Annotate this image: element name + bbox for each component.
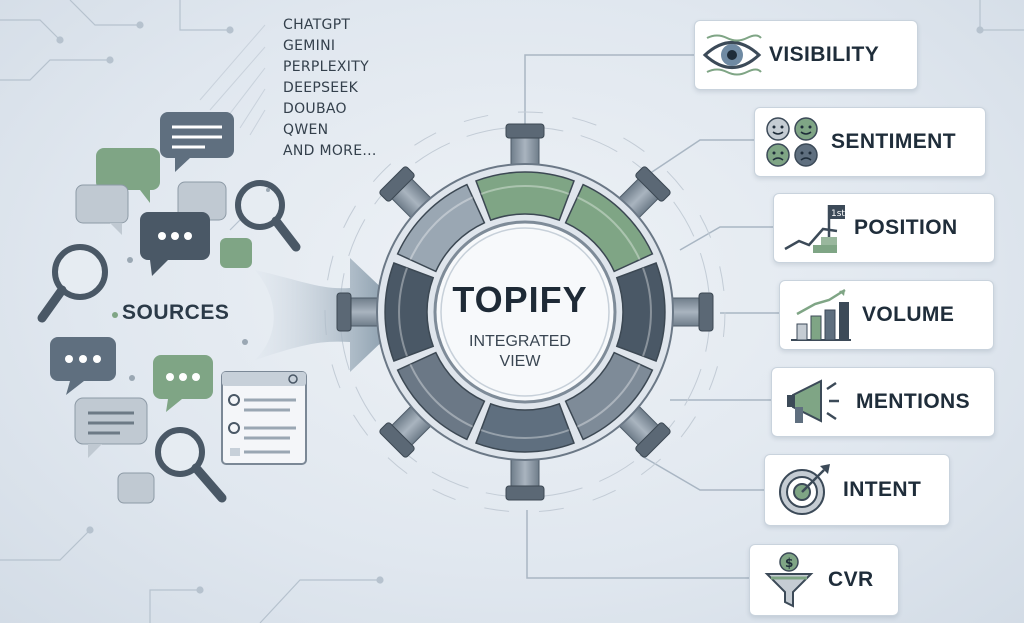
dollar-symbol: $	[785, 556, 793, 570]
hub-subtitle-line: VIEW	[499, 353, 541, 370]
source-item: DEEPSEEK	[283, 80, 359, 96]
hub-segment	[615, 262, 666, 362]
metric-label: SENTIMENT	[831, 130, 956, 153]
chat-dots-bubble-icon	[153, 355, 213, 412]
megaphone-icon	[772, 375, 856, 429]
hub-segment-highlight	[642, 267, 652, 357]
hub-segment-highlight	[576, 196, 641, 261]
metric-card-sentiment: SENTIMENT	[754, 107, 986, 177]
flag-chart-icon: 1st	[774, 201, 854, 255]
faces-icon	[755, 115, 831, 169]
funnel-icon: $	[750, 550, 828, 610]
sources-label: SOURCES	[122, 301, 230, 324]
source-item: CHATGPT	[283, 17, 351, 33]
hub-subtitle: INTEGRATED VIEW	[420, 332, 620, 372]
metric-label: MENTIONS	[856, 390, 971, 413]
chat-bubble-icon	[74, 397, 148, 458]
hub-segments	[384, 171, 666, 453]
hub-segment	[475, 171, 575, 222]
hub-segment-highlight	[409, 196, 474, 261]
chat-bubble-icon	[75, 184, 129, 235]
hub-segment-highlight	[409, 363, 474, 428]
source-item: GEMINI	[283, 38, 336, 54]
hub-segment-highlight	[480, 429, 570, 439]
metric-card-intent: INTENT	[764, 454, 950, 526]
bar-chart-icon	[780, 288, 862, 342]
chat-bubble-icon	[96, 148, 160, 203]
source-item: QWEN	[283, 122, 329, 138]
magnifier-icon	[235, 180, 301, 252]
source-item: AND MORE...	[283, 143, 377, 159]
hub-segment	[384, 262, 435, 362]
magnifier-icon	[155, 427, 227, 503]
metric-label: POSITION	[854, 216, 958, 239]
hub-pipe	[505, 449, 545, 501]
hub-segment-highlight	[480, 185, 570, 195]
hub-segment-highlight	[398, 267, 408, 357]
chat-bubble-icon	[220, 238, 252, 268]
metric-card-cvr: $ CVR	[749, 544, 899, 616]
metric-card-visibility: VISIBILITY	[694, 20, 918, 90]
target-icon	[765, 462, 843, 518]
source-item: PERPLEXITY	[283, 59, 369, 75]
hub-segment	[475, 402, 575, 453]
metric-card-position: 1st POSITION	[773, 193, 995, 263]
magnifier-icon	[37, 244, 108, 323]
metric-label: VISIBILITY	[769, 43, 880, 66]
chat-bubble-icon	[117, 472, 155, 504]
hub-segment	[564, 351, 654, 441]
hub-segment	[396, 183, 486, 273]
metric-card-volume: VOLUME	[779, 280, 994, 350]
chat-bubble-icon	[160, 112, 234, 172]
source-model-list: CHATGPT GEMINI PERPLEXITY DEEPSEEK DOUBA…	[283, 15, 377, 162]
metric-label: INTENT	[843, 478, 922, 501]
first-place-badge: 1st	[831, 209, 845, 219]
metric-card-mentions: MENTIONS	[771, 367, 995, 437]
chat-dots-bubble-icon	[50, 337, 116, 395]
source-item: DOUBAO	[283, 101, 347, 117]
chat-dots-bubble-icon	[140, 212, 210, 276]
hub-subtitle-line: INTEGRATED	[469, 333, 571, 350]
hub-title: TOPIFY	[452, 279, 588, 320]
hub-segment	[564, 183, 654, 273]
search-results-window-icon	[221, 371, 307, 465]
metric-label: VOLUME	[862, 303, 955, 326]
eye-icon	[695, 32, 769, 78]
metric-label: CVR	[828, 568, 874, 591]
hub-segment	[396, 351, 486, 441]
hub-segment-highlight	[576, 363, 641, 428]
